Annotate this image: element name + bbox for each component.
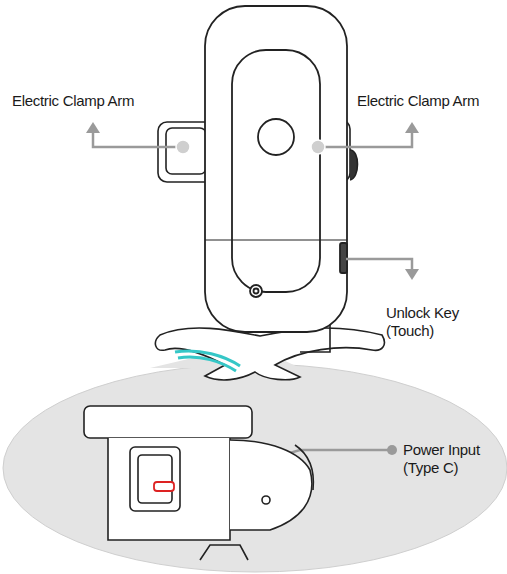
part-label: Electric Clamp Arm [12,92,162,110]
magnifier-circle [3,364,507,572]
part-label: Power Input (Type C) [403,441,499,477]
callout-dot [176,140,325,154]
type-c-port-detail [84,406,313,560]
part-label: Electric Clamp Arm [357,92,503,110]
phone-holder-body [205,6,347,332]
part-label: Unlock Key (Touch) [386,304,486,340]
arrow-head [86,122,419,455]
